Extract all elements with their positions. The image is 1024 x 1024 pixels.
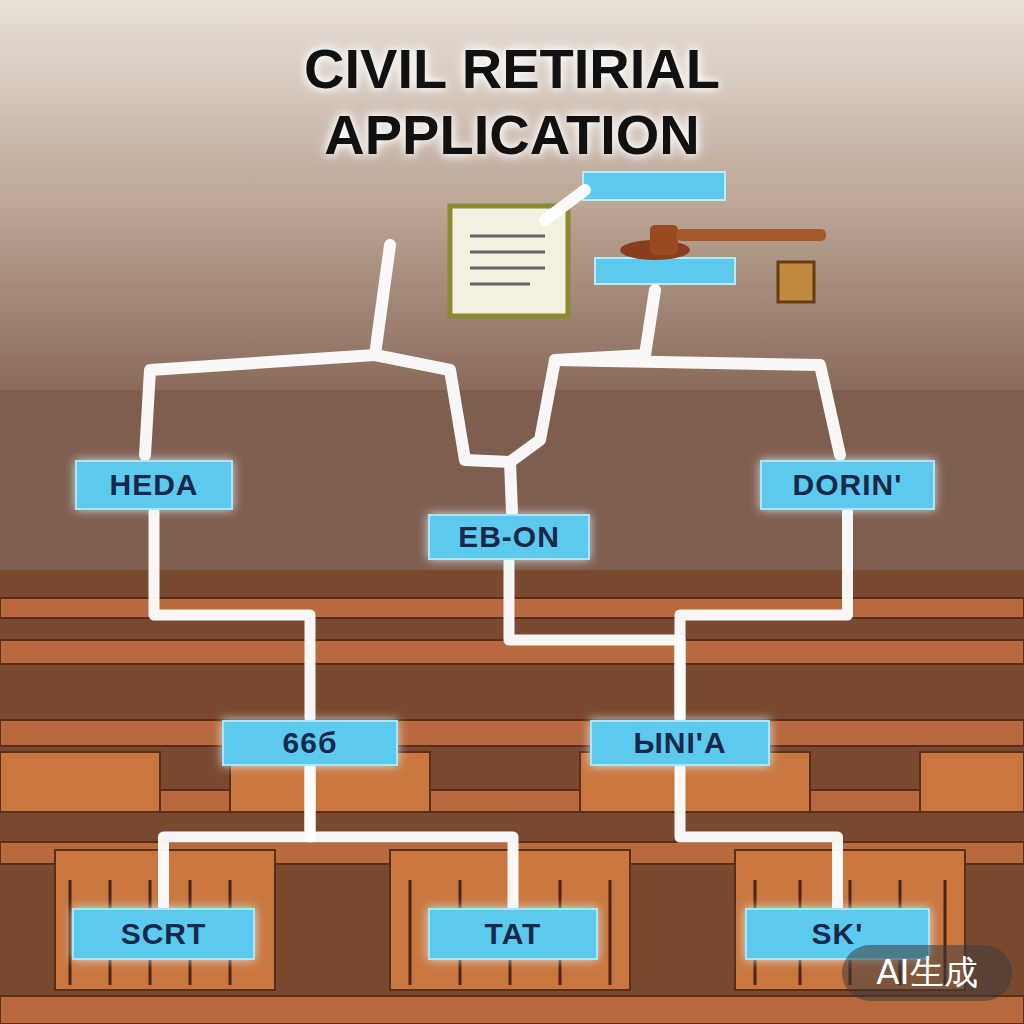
connector-line xyxy=(310,768,513,906)
process-box: TAT xyxy=(428,908,598,960)
connector-line xyxy=(164,768,311,906)
box-label: HEDA xyxy=(109,468,198,502)
box-label: DORIN' xyxy=(793,468,903,502)
diagram-title: CIVIL RETIRIAL APPLICATION xyxy=(172,36,852,168)
process-box: ЫNI'A xyxy=(590,720,770,766)
process-box: 66б xyxy=(222,720,398,766)
process-box: HEDA xyxy=(75,460,233,510)
process-box: DORIN' xyxy=(760,460,935,510)
box-label: ЫNI'A xyxy=(633,726,726,760)
box-label: TAT xyxy=(485,917,542,951)
process-box: SCRT xyxy=(72,908,255,960)
box-label: EB-ON xyxy=(458,520,560,554)
connector-line xyxy=(680,768,838,906)
connector-line xyxy=(154,512,310,718)
box-label: SK' xyxy=(812,917,864,951)
connector-line xyxy=(680,512,848,718)
box-label: SCRT xyxy=(121,917,207,951)
watermark-pill: AI生成 xyxy=(842,945,1012,1001)
connector-line xyxy=(509,562,680,718)
box-label: 66б xyxy=(283,726,338,760)
watermark-text: AI生成 xyxy=(876,950,977,996)
process-box: EB-ON xyxy=(428,514,590,560)
